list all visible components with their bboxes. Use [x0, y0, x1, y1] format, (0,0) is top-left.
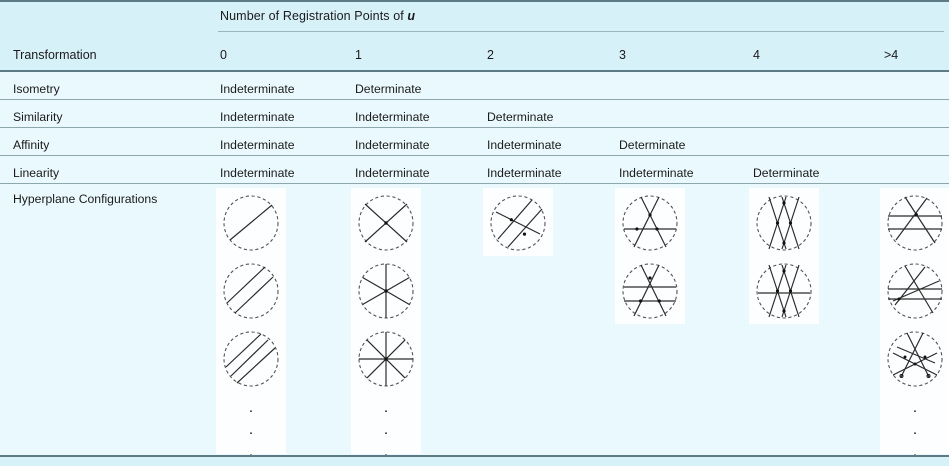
row-rule-affinity: [0, 155, 949, 156]
ellipsis-dot: ·: [354, 444, 418, 466]
cell-affinity-1: Indeterminate: [355, 138, 430, 152]
figure-panel-column-gt4: [880, 188, 949, 454]
cell-similarity-1: Indeterminate: [355, 110, 430, 124]
figure-col4-row1-four-lines-four-points: [752, 191, 816, 255]
column-header-1: 1: [355, 48, 362, 62]
figure-panel-column-0: [216, 188, 286, 454]
cell-similarity-0: Indeterminate: [220, 110, 295, 124]
ellipsis-dot: ·: [912, 424, 918, 441]
cell-affinity-0: Indeterminate: [220, 138, 295, 152]
figure-col2-row1-three-lines-two-points: [486, 191, 550, 255]
column-group-header-text: Number of Registration Points of: [220, 9, 408, 23]
figure-col0-row2-two-parallel-lines: [219, 259, 283, 323]
ellipsis-dot: ·: [248, 402, 254, 419]
row-label-affinity: Affinity: [13, 138, 50, 152]
table-bottom-rule: [0, 455, 949, 457]
row-label-similarity: Similarity: [13, 110, 63, 124]
column-group-spanner-rule: [218, 31, 944, 32]
column-header-3: 3: [619, 48, 626, 62]
figure-panel-column-4: [749, 188, 819, 324]
figure-col4-row2-five-lines-four-points: [752, 259, 816, 323]
cell-linearity-3: Indeterminate: [619, 166, 694, 180]
ellipsis-dot: ·: [248, 424, 254, 441]
table-top-rule: [0, 0, 949, 2]
row-rule-linearity: [0, 183, 949, 184]
row-label-linearity: Linearity: [13, 166, 60, 180]
ellipsis-dot: ·: [912, 402, 918, 419]
cell-similarity-2: Determinate: [487, 110, 554, 124]
figure-colgt4-row2-general-position: [883, 259, 947, 323]
cell-linearity-1: Indeterminate: [355, 166, 430, 180]
column-header-2: 2: [487, 48, 494, 62]
figure-col0-row1-one-line: [219, 191, 283, 255]
cell-linearity-4: Determinate: [753, 166, 820, 180]
cell-affinity-2: Indeterminate: [487, 138, 562, 152]
column-header-0: 0: [220, 48, 227, 62]
cell-isometry-1: Determinate: [355, 82, 422, 96]
row-rule-isometry: [0, 99, 949, 100]
stub-header: Transformation: [13, 48, 97, 62]
column-group-header-symbol: u: [407, 9, 416, 23]
figure-col3-row2-four-lines-three-points: [618, 259, 682, 323]
row-label-hyperplane-configurations: Hyperplane Configurations: [13, 192, 158, 206]
ellipsis-dot: ·: [383, 402, 389, 419]
figure-col1-row1-two-concurrent-lines: [354, 191, 418, 255]
row-rule-similarity: [0, 127, 949, 128]
ellipsis-dot: ·: [883, 444, 947, 466]
cell-isometry-0: Indeterminate: [220, 82, 295, 96]
figure-col0-ellipsis: · · ·: [219, 400, 283, 466]
cell-linearity-2: Indeterminate: [487, 166, 562, 180]
header-bottom-rule: [0, 70, 949, 72]
column-header-gt4: >4: [884, 48, 899, 62]
figure-col3-row1-triangle-three-lines: [618, 191, 682, 255]
figure-panel-column-2: [483, 188, 553, 256]
ellipsis-dot: ·: [219, 444, 283, 466]
cell-linearity-0: Indeterminate: [220, 166, 295, 180]
figure-col0-row3-three-parallel-lines: [219, 327, 283, 391]
figure-col1-row2-three-concurrent-lines: [354, 259, 418, 323]
figure-panel-column-1: [351, 188, 421, 454]
row-label-isometry: Isometry: [13, 82, 60, 96]
figure-colgt4-ellipsis: · · ·: [883, 400, 947, 466]
figure-colgt4-row3-general-position: [883, 327, 947, 391]
column-header-4: 4: [753, 48, 760, 62]
figure-col1-row3-four-concurrent-lines: [354, 327, 418, 391]
ellipsis-dot: ·: [383, 424, 389, 441]
figure-col1-ellipsis: · · ·: [354, 400, 418, 466]
cell-affinity-3: Determinate: [619, 138, 686, 152]
figure-colgt4-row1-general-position: [883, 191, 947, 255]
column-group-header: Number of Registration Points of u: [220, 9, 415, 23]
